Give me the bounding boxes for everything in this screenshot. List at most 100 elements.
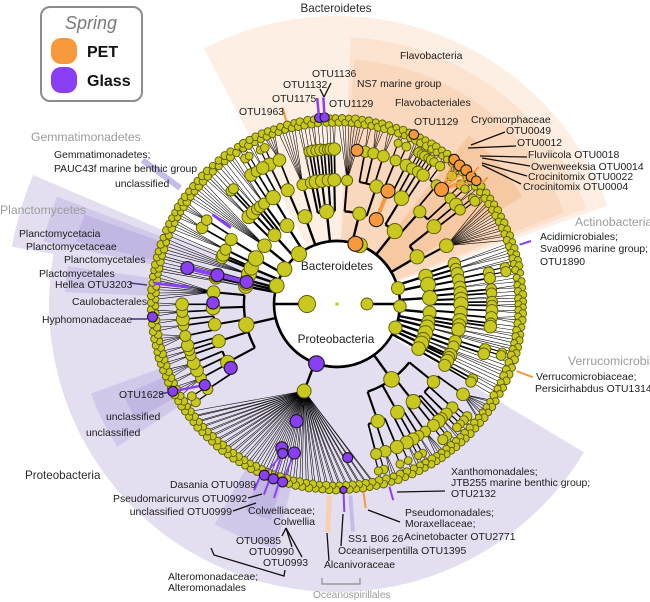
taxon-label: Acinetobacter OTU2771 [404,532,516,543]
pet-enriched-node [368,212,384,228]
glass-enriched-node [239,274,254,290]
glass-enriched-node [146,311,159,323]
leaf-branch [198,186,265,246]
pet-annotation-bar [325,495,332,532]
leaf-branch [171,228,226,250]
taxon-label: Crocinitomix OTU0004 [523,182,628,193]
leaf-branch [156,286,214,293]
leaf-branch [458,329,520,341]
planctomycetaceae-shade [76,214,162,261]
phylum-label-verrucomicrobia: Verrucomicrobia [568,354,650,368]
leaf-branch [457,258,513,275]
glass-annotation-bar [519,240,532,246]
leaf-branch [193,185,265,246]
center-label-bacteroidetes: Bacteroidetes [301,259,373,273]
leaf-branch [261,390,305,470]
leaf-node [232,148,241,158]
clade-node [413,205,427,219]
taxon-label: PAUC43f marine benthic group [54,164,197,175]
glass-annotation-bar [388,486,395,501]
clade-node [438,358,452,372]
clade-node [370,448,383,460]
taxon-label: OTU0985 [236,536,281,547]
genus-node [495,350,507,361]
clade-node [426,219,442,235]
leaf-branch [151,289,214,293]
legend-title: Spring [65,13,117,33]
leaf-branch [280,126,303,185]
leaf-branch [455,252,512,270]
clade-node [451,322,466,337]
taxon-label: Pseudomaricurvus OTU0992 [113,494,247,505]
glass-enriched-node [206,296,220,310]
taxon-label: Verrucomicrobiaceae; [536,372,637,383]
clade-node [393,190,410,206]
phylum-node [276,261,293,278]
leaf-branch [301,390,305,487]
genus-node [460,184,470,194]
leaf-branch [303,390,327,486]
taxon-label: Moraxellaceae; [405,519,475,530]
clade-node [297,209,313,225]
taxon-label: OTU1890 [540,257,585,268]
clade-node [454,204,466,216]
pointer-xanthomonadales [396,490,446,493]
domain-node [298,295,316,313]
clade-node [327,142,342,156]
leaf-branch [455,254,517,270]
leaf-branch [207,176,249,218]
clade-node [426,418,440,432]
leaf-branch [222,390,305,446]
clade-node [296,383,312,399]
clade-label-flavobacteriales: Flavobacteriales [395,98,471,109]
pointer-lines [129,82,531,585]
highlighted-nodes [146,112,482,494]
glass-annotation-bar [322,97,326,115]
glass-annotation-bar [348,495,355,532]
clade-node [377,149,390,163]
leaf-branch [446,221,499,246]
taxon-label: OTU0993 [263,558,308,569]
pointer-otu1136 [323,82,332,98]
pointer-otu0049 [470,131,506,146]
leaf-branch [166,230,224,256]
leaf-branch [446,203,489,246]
leaf-branch [303,390,337,491]
leaf-branch [174,222,226,250]
clade-label-ns7: NS7 marine group [357,79,442,90]
glass-annotation-bar [140,157,182,191]
leaf-branch [227,390,305,455]
taxon-label: Oceaniserpentilla OTU1395 [338,546,466,557]
clade-node [279,218,295,234]
leaf-branch [190,390,305,412]
clade-node [257,238,272,253]
pet-enriched-node [433,181,450,198]
clade-node [383,371,400,388]
genus-node [395,459,405,469]
taxon-label: OTU1129 [414,117,458,128]
genus-node [437,434,449,446]
leaf-branch [422,338,504,377]
leaf-branch [267,390,305,473]
glass-enriched-node [267,473,279,485]
genus-node [469,195,481,207]
leaf-branch [275,390,305,480]
leaf-branch [286,124,303,185]
taxon-label: Planctomycetales [64,255,145,266]
leaf-branch [446,209,493,246]
pointer-otu0990 [285,527,293,548]
leaf-branch [344,122,348,181]
clade-node [227,183,239,195]
clade-node [224,232,238,247]
leaf-branch [280,390,305,477]
phylum-node [290,245,307,262]
leaf-branch [224,161,261,207]
leaf-branch [303,390,340,486]
leaf-branch [161,255,248,281]
leaf-branch [278,132,303,185]
leaf-branch [423,338,507,370]
leaf-branch [427,326,513,350]
glass-annotation-bar [253,477,261,491]
genus-node [403,456,413,465]
